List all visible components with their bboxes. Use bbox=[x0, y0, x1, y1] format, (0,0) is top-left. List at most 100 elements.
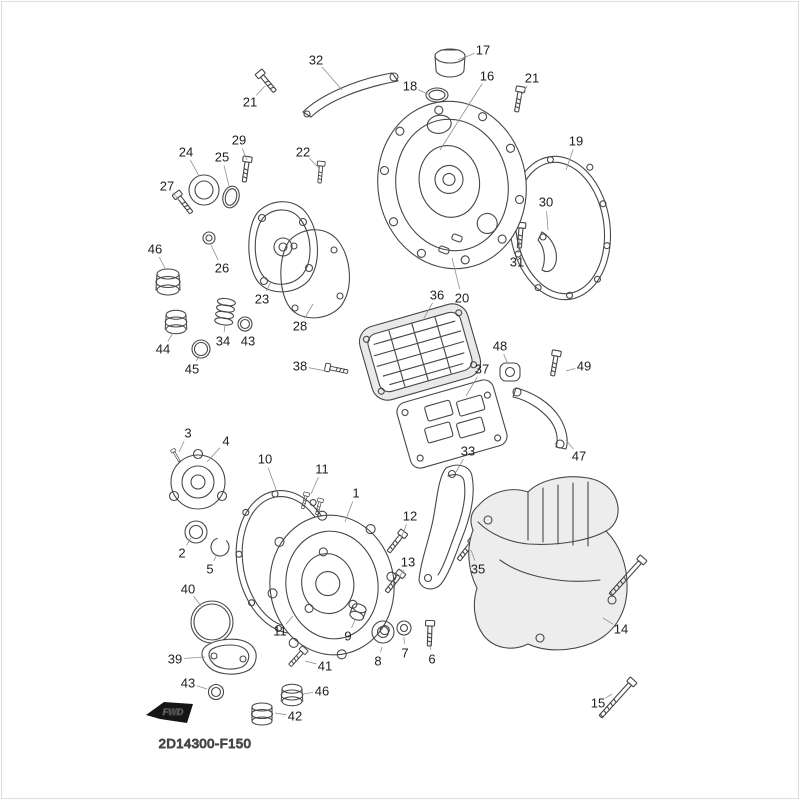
leader-line-20 bbox=[451, 257, 461, 290]
callout-label-47: 47 bbox=[572, 449, 586, 464]
callout-label-12: 12 bbox=[403, 509, 417, 524]
part-cap-24 bbox=[188, 174, 220, 206]
leader-line-44 bbox=[167, 332, 174, 342]
callout-label-40: 40 bbox=[181, 582, 195, 597]
leader-line-21 bbox=[520, 85, 528, 97]
part-damper-46-upper bbox=[155, 268, 181, 296]
leader-line-6 bbox=[429, 643, 432, 651]
callout-label-37: 37 bbox=[475, 362, 489, 377]
callout-label-2: 2 bbox=[178, 546, 185, 561]
leader-line-3 bbox=[178, 440, 185, 453]
leader-line-2 bbox=[186, 537, 192, 546]
callout-label-27: 27 bbox=[160, 179, 174, 194]
leader-line-36 bbox=[423, 302, 433, 319]
callout-label-33: 33 bbox=[461, 444, 475, 459]
leader-line-43 bbox=[196, 685, 208, 690]
callout-label-18: 18 bbox=[403, 79, 417, 94]
callout-label-1: 1 bbox=[352, 486, 359, 501]
fwd-label: FWD bbox=[163, 707, 184, 717]
leader-line-12 bbox=[400, 524, 407, 539]
callout-label-49: 49 bbox=[577, 359, 591, 374]
callout-label-31: 31 bbox=[510, 255, 524, 270]
callout-label-35: 35 bbox=[471, 562, 485, 577]
leader-line-47 bbox=[565, 439, 574, 450]
callout-label-8: 8 bbox=[374, 654, 381, 669]
leader-line-4 bbox=[206, 447, 221, 463]
part-cover-23 bbox=[248, 201, 319, 293]
callout-label-48: 48 bbox=[493, 339, 507, 354]
callout-label-29: 29 bbox=[232, 133, 246, 148]
callout-label-45: 45 bbox=[185, 362, 199, 377]
callout-label-39: 39 bbox=[168, 652, 182, 667]
callout-label-32: 32 bbox=[309, 53, 323, 68]
part-dowels-20 bbox=[438, 233, 463, 255]
callout-label-34: 34 bbox=[216, 334, 230, 349]
leader-line-30 bbox=[546, 210, 549, 231]
part-guard-33 bbox=[418, 464, 474, 590]
part-stay-30 bbox=[537, 231, 557, 273]
fwd-marker: FWD bbox=[146, 702, 193, 723]
part-damper-46-lower bbox=[280, 683, 304, 707]
callout-label-6: 6 bbox=[428, 652, 435, 667]
leader-line-14 bbox=[602, 617, 614, 625]
leader-line-39 bbox=[183, 656, 206, 659]
leader-line-10 bbox=[267, 467, 278, 493]
part-filler-cap-17 bbox=[434, 48, 466, 78]
callout-label-38: 38 bbox=[293, 359, 307, 374]
part-generator-cover-1 bbox=[267, 510, 397, 660]
callout-label-3: 3 bbox=[184, 426, 191, 441]
callout-label-17: 17 bbox=[476, 43, 490, 58]
callout-label-26: 26 bbox=[215, 261, 229, 276]
callout-label-36: 36 bbox=[430, 288, 444, 303]
part-circlip-5 bbox=[210, 537, 230, 557]
leader-line-28 bbox=[304, 303, 314, 319]
leader-line-49 bbox=[565, 368, 576, 372]
leader-line-41 bbox=[304, 660, 317, 665]
leader-line-5 bbox=[213, 553, 218, 561]
part-oring-25 bbox=[222, 185, 240, 209]
part-oring-18 bbox=[425, 87, 449, 103]
callout-label-14: 14 bbox=[614, 622, 628, 637]
leader-line-38 bbox=[308, 367, 327, 372]
leader-line-23 bbox=[265, 281, 272, 292]
leader-line-31 bbox=[517, 239, 521, 254]
callout-label-46: 46 bbox=[315, 684, 329, 699]
part-plug-9 bbox=[349, 603, 367, 621]
leader-line-9 bbox=[351, 619, 356, 628]
leader-line-8 bbox=[380, 646, 383, 653]
callout-label-21: 21 bbox=[243, 95, 257, 110]
leader-line-11 bbox=[310, 477, 319, 495]
leader-line-27 bbox=[172, 192, 180, 201]
callout-label-7: 7 bbox=[401, 646, 408, 661]
callout-label-46: 46 bbox=[148, 242, 162, 257]
leader-line-24 bbox=[189, 159, 200, 177]
callout-label-24: 24 bbox=[179, 145, 193, 160]
part-clutch-cover-16 bbox=[377, 100, 527, 270]
callout-label-11: 11 bbox=[315, 462, 329, 477]
part-washer-26 bbox=[202, 231, 216, 245]
part-damper-44 bbox=[164, 309, 188, 335]
leader-line-42 bbox=[274, 712, 287, 716]
leader-line-40 bbox=[193, 595, 202, 607]
leader-line-33 bbox=[455, 458, 464, 473]
leader-line-13 bbox=[398, 569, 404, 579]
part-plate-39 bbox=[201, 638, 257, 675]
part-pin-3 bbox=[170, 448, 181, 463]
leader-line-21 bbox=[255, 85, 266, 96]
part-grommet-48 bbox=[499, 362, 521, 382]
part-cover-36 bbox=[358, 303, 482, 401]
leader-line-18 bbox=[418, 89, 429, 95]
leader-line-11 bbox=[285, 615, 294, 625]
leader-line-35 bbox=[470, 549, 476, 561]
leader-line-19 bbox=[565, 149, 574, 171]
callout-label-5: 5 bbox=[206, 562, 213, 577]
callout-label-43: 43 bbox=[241, 334, 255, 349]
callout-label-20: 20 bbox=[455, 291, 469, 306]
callout-label-23: 23 bbox=[255, 292, 269, 307]
leader-line-29 bbox=[241, 148, 248, 161]
callout-label-30: 30 bbox=[539, 195, 553, 210]
part-spring-34 bbox=[214, 297, 236, 326]
